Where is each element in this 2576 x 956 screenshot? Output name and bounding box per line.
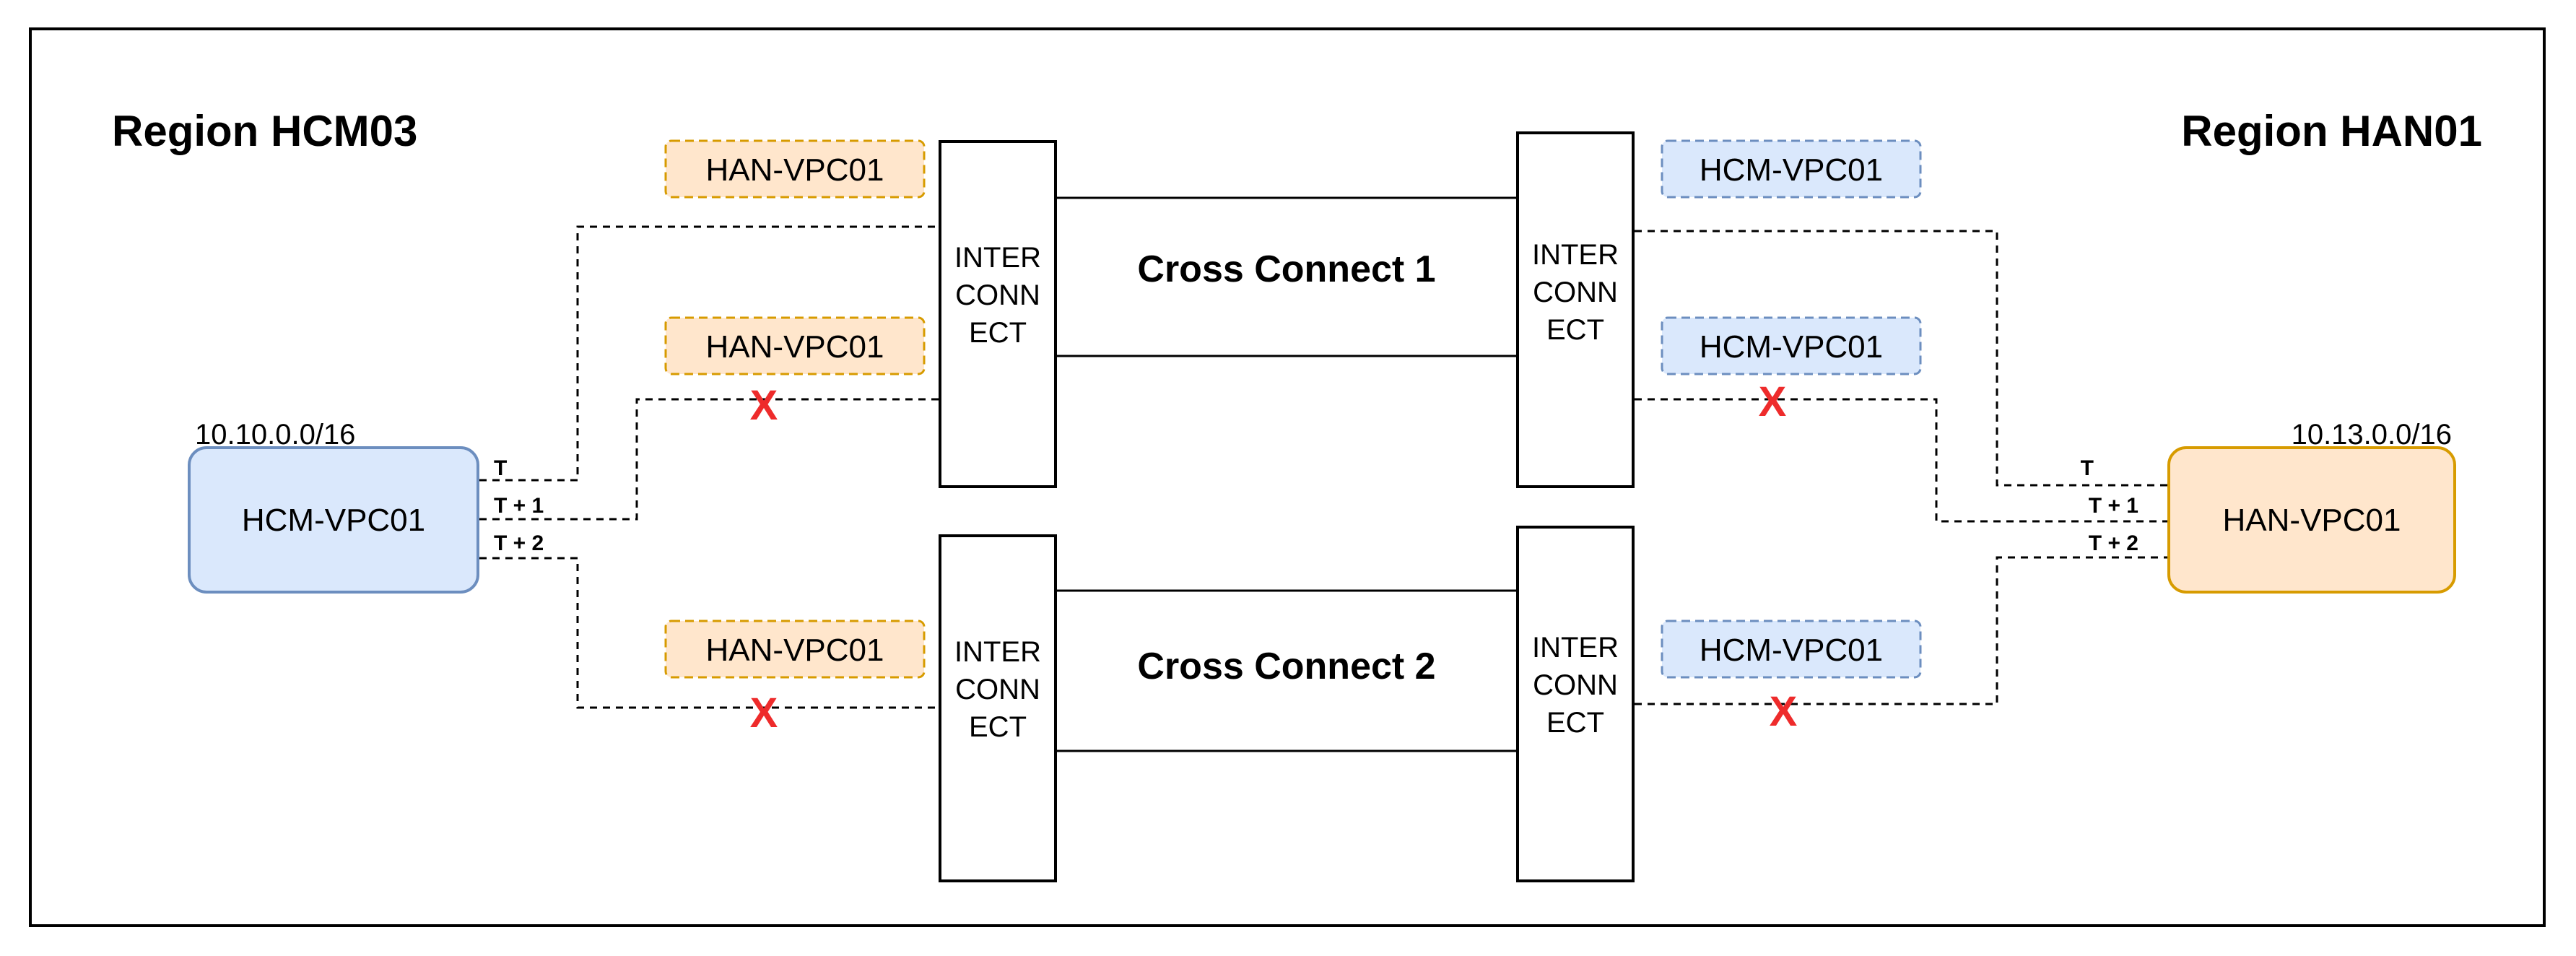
route-tag-label: HCM-VPC01: [1700, 152, 1883, 188]
interconnect-label-line2: CONN: [955, 674, 1040, 705]
interconnect-label-line2: CONN: [1533, 277, 1618, 308]
route-tag-label: HAN-VPC01: [706, 633, 884, 668]
vpc-node-right: 10.13.0.0/16 HAN-VPC01 T T + 1 T + 2: [2081, 419, 2456, 594]
port-label-right-t1: T + 1: [2089, 494, 2138, 518]
route-tag-label: HAN-VPC01: [706, 152, 884, 188]
port-label-left-t1: T + 1: [494, 494, 544, 518]
interconnect-label-line3: ECT: [1546, 707, 1604, 739]
route-tag-left-2: HAN-VPC01: [664, 316, 926, 375]
route-tag-left-3: HAN-VPC01: [664, 620, 926, 679]
vpc-label-left: HCM-VPC01: [242, 503, 425, 538]
link-right-t: [1635, 230, 2169, 487]
interconnect-label-line3: ECT: [969, 317, 1027, 349]
route-tag-box: [664, 316, 926, 375]
route-tag-right-2: HCM-VPC01: [1661, 316, 1922, 375]
interconnect-box: [1516, 131, 1635, 488]
port-label-left-t: T: [494, 456, 507, 480]
interconnect-left-bottom: INTER CONN ECT: [939, 534, 1057, 882]
interconnect-label-line1: INTER: [1532, 632, 1619, 664]
link-left-t: [479, 225, 939, 482]
vpc-cidr-left: 10.10.0.0/16: [195, 419, 355, 451]
cross-connect-lines: [1056, 196, 1518, 752]
link-left-t1: [479, 398, 939, 521]
route-tag-label: HCM-VPC01: [1700, 329, 1883, 365]
vpc-box-right: [2167, 446, 2456, 594]
route-tag-label: HAN-VPC01: [706, 329, 884, 365]
vpc-label-right: HAN-VPC01: [2223, 503, 2401, 538]
port-label-right-t: T: [2081, 456, 2094, 480]
port-label-right-t2: T + 2: [2089, 531, 2138, 555]
link-left-t2: [479, 557, 939, 709]
vpc-node-left: 10.10.0.0/16 HCM-VPC01 T T + 1 T + 2: [188, 419, 544, 594]
route-tag-left-1: HAN-VPC01: [664, 139, 926, 199]
links-right: [1635, 230, 2169, 705]
route-tag-box: [664, 139, 926, 199]
interconnect-label-line3: ECT: [1546, 314, 1604, 346]
interconnect-box: [1516, 526, 1635, 882]
link-right-t2: [1635, 556, 2169, 705]
region-title-right: Region HAN01: [2181, 107, 2482, 155]
route-tag-box: [1661, 139, 1922, 199]
interconnect-label-line2: CONN: [955, 279, 1040, 311]
route-tag-right-1: HCM-VPC01: [1661, 139, 1922, 199]
route-tag-right-3: HCM-VPC01: [1661, 620, 1922, 679]
interconnect-label-line2: CONN: [1533, 669, 1618, 701]
interconnect-label-line1: INTER: [954, 636, 1041, 668]
link-right-t1: [1635, 398, 2169, 523]
cross-connect-1-label: Cross Connect 1: [1137, 248, 1435, 290]
route-tag-box: [1661, 620, 1922, 679]
route-tag-box: [1661, 316, 1922, 375]
interconnect-label-line1: INTER: [1532, 239, 1619, 271]
vpc-box-left: [188, 446, 479, 594]
interconnect-right-top: INTER CONN ECT: [1516, 131, 1635, 488]
interconnect-box: [939, 534, 1057, 882]
route-tag-box: [664, 620, 926, 679]
interconnect-right-bottom: INTER CONN ECT: [1516, 526, 1635, 882]
blocked-marker-right-2: X: [1770, 688, 1798, 735]
blocked-marker-left-1: X: [750, 382, 778, 429]
region-title-left: Region HCM03: [112, 107, 417, 155]
links-left: [479, 225, 939, 709]
interconnect-label-line1: INTER: [954, 242, 1041, 274]
route-tag-label: HCM-VPC01: [1700, 633, 1883, 668]
vpc-cidr-right: 10.13.0.0/16: [2292, 419, 2452, 451]
interconnect-box: [939, 140, 1057, 488]
cross-connect-2-label: Cross Connect 2: [1137, 646, 1435, 687]
blocked-marker-right-1: X: [1759, 378, 1787, 425]
interconnect-label-line3: ECT: [969, 711, 1027, 743]
blocked-marker-left-2: X: [750, 690, 778, 736]
interconnect-left-top: INTER CONN ECT: [939, 140, 1057, 488]
port-label-left-t2: T + 2: [494, 531, 544, 555]
